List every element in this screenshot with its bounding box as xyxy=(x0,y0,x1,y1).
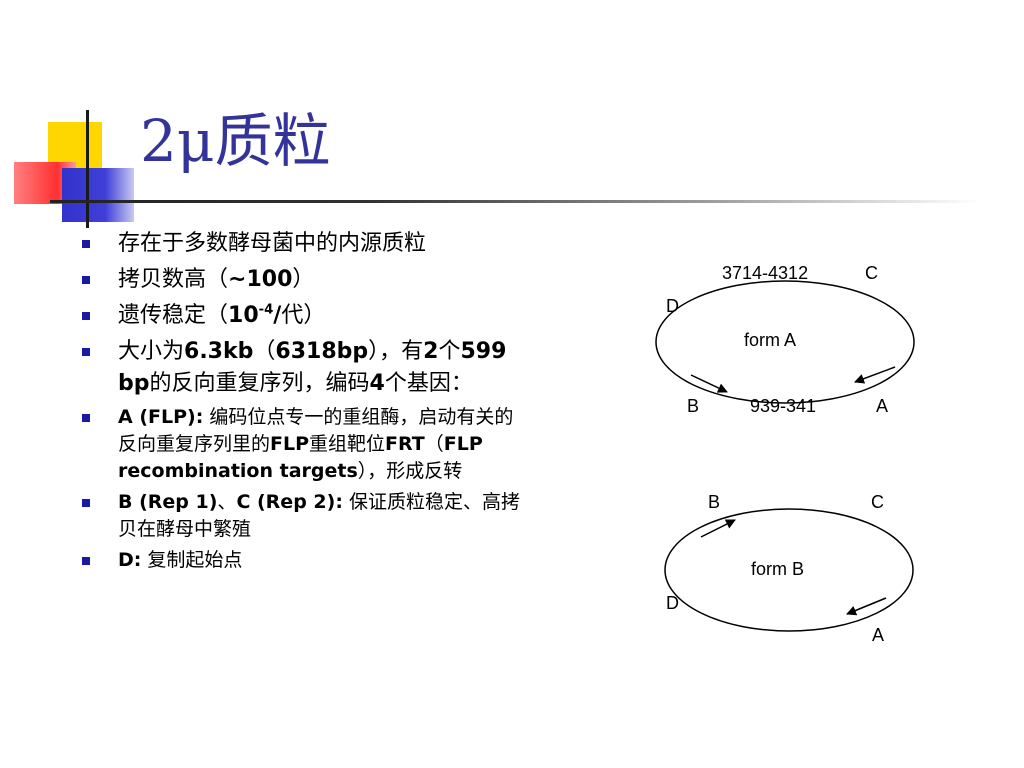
form-a-bottom-range: 939-341 xyxy=(750,396,817,416)
form-b-label-a: A xyxy=(872,625,885,645)
bullet-square-icon xyxy=(82,499,90,507)
bullet-bold-text: FRT xyxy=(385,433,425,455)
bullet-text: 、 xyxy=(217,491,237,513)
bullet-item: A (FLP): 编码位点专一的重组酶，启动有关的反向重复序列里的FLP重组靶位… xyxy=(82,404,532,485)
form-a-label-c: C xyxy=(865,263,878,283)
form-b-label-d: D xyxy=(666,593,679,613)
form-a-arrow-left xyxy=(690,374,728,393)
form-b-label-b: B xyxy=(708,492,721,512)
bullet-text: 代） xyxy=(281,303,326,328)
title-underline xyxy=(50,200,980,203)
form-a-arrow-right xyxy=(854,366,896,384)
bullet-item: B (Rep 1)、C (Rep 2): 保证质粒稳定、高拷贝在酵母中繁殖 xyxy=(82,489,532,543)
bullet-bold-text: D: xyxy=(118,549,142,571)
bullet-square-icon xyxy=(82,414,90,422)
bullet-square-icon xyxy=(82,312,90,320)
bullet-text: ），有 xyxy=(368,339,424,364)
bullet-item: D: 复制起始点 xyxy=(82,547,532,574)
form-a-top-range: 3714-4312 xyxy=(722,263,809,283)
bullet-bold-text: C (Rep 2): xyxy=(236,491,343,513)
bullet-item: 遗传稳定（10-4/代） xyxy=(82,300,532,332)
bullet-bold-text: 6.3kb xyxy=(184,339,254,364)
bullet-text: 个 xyxy=(438,339,461,364)
bullet-item: 拷贝数高（~100） xyxy=(82,264,532,296)
form-b-name: form B xyxy=(751,559,805,579)
bullet-bold-text: 10 xyxy=(228,303,259,328)
bullet-square-icon xyxy=(82,557,90,565)
bullet-text: 大小为 xyxy=(118,339,185,364)
form-b-label-c: C xyxy=(871,492,884,512)
bullet-bold-text: 4 xyxy=(369,371,385,396)
slide-title: 2μ质粒 xyxy=(140,107,331,175)
bullet-list: 存在于多数酵母菌中的内源质粒 拷贝数高（~100） 遗传稳定（10-4/代） 大… xyxy=(82,228,532,578)
bullet-text: （ xyxy=(424,433,444,455)
bullet-text: 编码位点专一的重组酶，启动有关的反向重复序列里的 xyxy=(118,406,514,455)
bullet-item: 大小为6.3kb（6318bp），有2个599 bp的反向重复序列，编码4个基因… xyxy=(82,336,532,400)
bullet-square-icon xyxy=(82,240,90,248)
bullet-bold-text: ~100 xyxy=(228,267,293,292)
form-a-label-b: B xyxy=(687,396,700,416)
bullet-text: 拷贝数高（ xyxy=(118,267,229,292)
bullet-bold-text: 599 bp xyxy=(118,339,507,396)
form-a-ellipse xyxy=(655,280,915,404)
bullet-text: 的反向重复序列，编码 xyxy=(149,371,370,396)
form-b-arrow-bottom xyxy=(846,597,887,616)
bullet-item: 存在于多数酵母菌中的内源质粒 xyxy=(82,228,532,260)
decor-blue-square xyxy=(62,168,134,222)
bullet-superscript: -4 xyxy=(258,302,274,318)
bullet-text: 遗传稳定（ xyxy=(118,303,229,328)
form-a-label-a: A xyxy=(876,396,889,416)
bullet-bold-text: FLP xyxy=(270,433,310,455)
bullet-text: ） xyxy=(292,267,315,292)
bullet-text: 存在于多数酵母菌中的内源质粒 xyxy=(118,231,427,256)
bullet-text: 复制起始点 xyxy=(141,549,243,571)
bullet-bold-text: / xyxy=(273,303,282,328)
bullet-text: 个基因： xyxy=(384,371,473,396)
bullet-text: ），形成反转 xyxy=(357,460,463,482)
bullet-square-icon xyxy=(82,348,90,356)
bullet-text: 重组靶位 xyxy=(309,433,386,455)
form-a-label-d: D xyxy=(666,296,679,316)
bullet-bold-text: 6318bp xyxy=(275,339,369,364)
bullet-bold-text: 2 xyxy=(423,339,439,364)
bullet-text: 保证质粒稳定、高拷贝在酵母中繁殖 xyxy=(118,491,520,540)
bullet-square-icon xyxy=(82,276,90,284)
decor-vertical-line xyxy=(86,110,89,228)
bullet-bold-text: B (Rep 1) xyxy=(118,491,218,513)
form-a-name: form A xyxy=(744,330,797,350)
bullet-bold-text: FLP recombination targets xyxy=(118,433,483,482)
form-b-arrow-top xyxy=(700,519,736,538)
bullet-text: （ xyxy=(253,339,276,364)
form-b-ellipse xyxy=(664,508,914,632)
bullet-bold-text: A (FLP): xyxy=(118,406,204,428)
